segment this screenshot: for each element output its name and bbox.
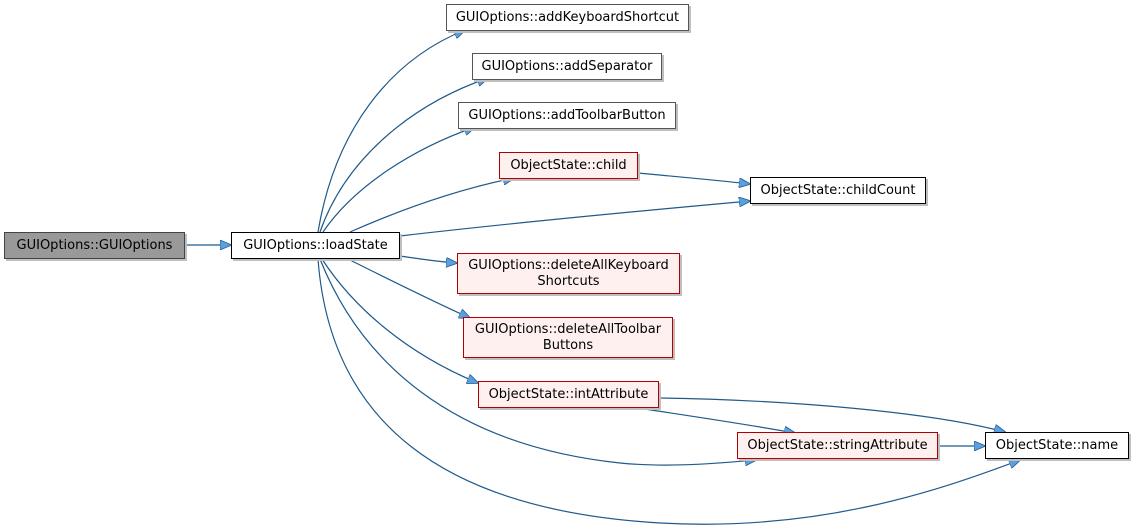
node-label-line2: Buttons	[542, 337, 594, 353]
node-label: ObjectState::childCount	[760, 182, 916, 198]
node-label: GUIOptions::GUIOptions	[16, 237, 173, 253]
edge-loadstate-to-child	[349, 178, 514, 233]
edge-loadstate-to-deletealltoolbarbuttons	[347, 258, 470, 318]
node-addkeyboardshortcut[interactable]: GUIOptions::addKeyboardShortcut	[446, 4, 689, 31]
node-guioptions-constructor[interactable]: GUIOptions::GUIOptions	[4, 232, 185, 259]
node-label: GUIOptions::loadState	[243, 237, 388, 253]
node-label-line1: GUIOptions::deleteAllKeyboard	[468, 257, 669, 273]
edge-loadstate-to-deleteallkeyboardshortcuts	[399, 255, 457, 263]
node-child[interactable]: ObjectState::child	[499, 152, 638, 179]
node-label-line2: Shortcuts	[537, 273, 600, 289]
edge-intattribute-to-name	[658, 397, 1005, 432]
edge-loadstate-to-stringattribute	[319, 258, 756, 465]
node-name[interactable]: ObjectState::name	[985, 432, 1129, 459]
node-loadstate[interactable]: GUIOptions::loadState	[231, 232, 400, 259]
edge-intattribute-to-stringattribute	[637, 407, 795, 433]
node-intattribute[interactable]: ObjectState::intAttribute	[478, 381, 659, 408]
node-label-line1: GUIOptions::deleteAllToolbar	[474, 321, 662, 337]
edge-loadstate-to-addseparator	[319, 78, 488, 233]
edge-child-to-childcount	[637, 172, 750, 184]
node-stringattribute[interactable]: ObjectState::stringAttribute	[737, 432, 938, 459]
node-label: GUIOptions::addToolbarButton	[468, 107, 666, 123]
node-label: GUIOptions::addKeyboardShortcut	[455, 9, 680, 25]
edge-loadstate-to-intattribute	[321, 258, 478, 383]
node-addseparator[interactable]: GUIOptions::addSeparator	[472, 53, 662, 80]
edge-loadstate-to-childcount	[399, 201, 750, 237]
node-label: ObjectState::stringAttribute	[747, 437, 928, 453]
edge-loadstate-to-name	[317, 258, 1020, 525]
node-label: ObjectState::child	[510, 157, 627, 173]
edge-loadstate-to-addkeyboardshortcut	[317, 30, 465, 233]
edge-loadstate-to-addtoolbarbutton	[322, 127, 475, 233]
node-label: ObjectState::name	[995, 437, 1119, 453]
node-label: GUIOptions::addSeparator	[481, 58, 653, 74]
node-childcount[interactable]: ObjectState::childCount	[750, 177, 926, 204]
node-deleteallkeyboardshortcuts[interactable]: GUIOptions::deleteAllKeyboard Shortcuts	[457, 253, 680, 294]
node-addtoolbarbutton[interactable]: GUIOptions::addToolbarButton	[458, 102, 676, 129]
node-deletealltoolbarbuttons[interactable]: GUIOptions::deleteAllToolbar Buttons	[463, 317, 673, 358]
node-label: ObjectState::intAttribute	[488, 386, 649, 402]
